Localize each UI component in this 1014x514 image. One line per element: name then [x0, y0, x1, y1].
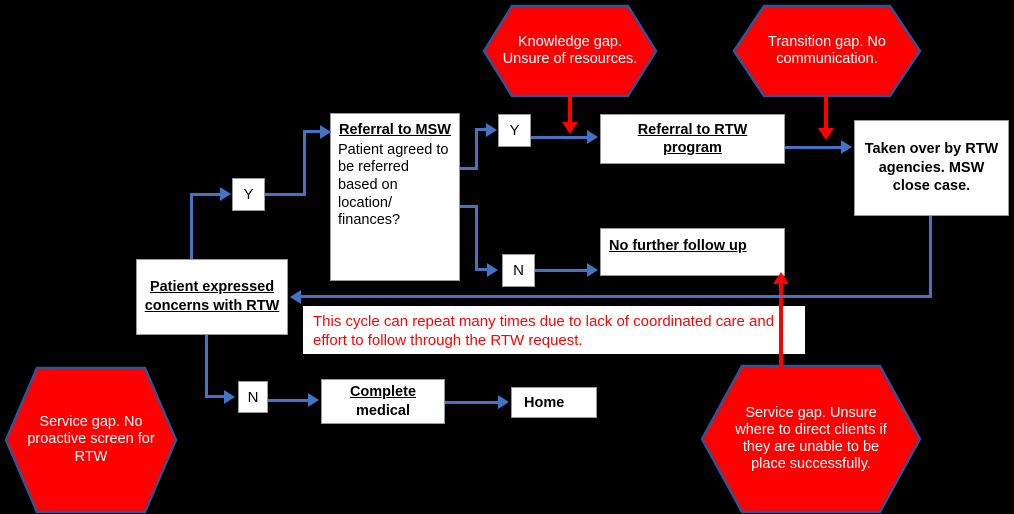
- connector-no-to-follow-up: [535, 269, 589, 272]
- red-arrowhead-service-direct: [773, 272, 789, 284]
- connector-msw-to-rtw-yes-horizontal: [475, 128, 489, 131]
- hexagon-shape: [4, 366, 178, 514]
- node-complete-medical-line2: medical: [356, 402, 410, 419]
- connector-concerns-to-screen-no-horizontal: [205, 395, 226, 398]
- gap-hexagon-service-direct-label: Service gap. Unsure where to direct clie…: [735, 404, 887, 473]
- hexagon-shape: [482, 4, 658, 98]
- decision-rtw-yes[interactable]: Y: [498, 114, 531, 147]
- node-referral-to-msw-body: Patient agreed to be referred based on l…: [338, 141, 449, 229]
- arrowhead-to-decision-screen-no: [224, 390, 235, 404]
- red-connector-transition: [824, 96, 828, 130]
- connector-yes-to-msw-horizontal: [265, 193, 305, 196]
- connector-yes-to-msw-top: [303, 130, 326, 133]
- node-patient-expressed-concerns-title: Patient expressed concerns with RTW: [144, 279, 280, 314]
- red-connector-knowledge: [568, 96, 572, 124]
- arrowhead-to-decision-rtw-yes: [486, 123, 497, 137]
- connector-msw-to-rtw-yes-vertical: [475, 128, 478, 170]
- node-referral-to-msw[interactable]: Referral to MSW Patient agreed to be ref…: [330, 113, 460, 281]
- node-patient-expressed-concerns[interactable]: Patient expressed concerns with RTW: [136, 259, 288, 335]
- gap-hexagon-knowledge: Knowledge gap. Unsure of resources.: [482, 4, 658, 98]
- arrowhead-to-node-no-further-follow-up: [587, 263, 598, 277]
- connector-screen-no-to-complete-medical: [268, 399, 310, 402]
- arrowhead-to-node-home: [498, 395, 509, 409]
- arrowhead-to-node-patient-concerns: [290, 290, 301, 304]
- connector-rtw-yes-to-program: [531, 136, 589, 139]
- gap-hexagon-service-screen: Service gap. No proactive screen for RTW: [4, 366, 178, 514]
- node-no-further-follow-up-title: No further follow up: [609, 238, 747, 254]
- connector-msw-to-no-vertical: [475, 205, 478, 270]
- connector-msw-to-no-stub: [460, 205, 478, 208]
- node-taken-over-by-rtw-agencies[interactable]: Taken over by RTW agencies. MSW close ca…: [854, 120, 1009, 216]
- arrowhead-to-node-taken-over: [841, 140, 852, 154]
- connector-msw-to-no-horizontal: [475, 268, 489, 271]
- cycle-note: This cycle can repeat many times due to …: [303, 306, 805, 354]
- decision-msw-no[interactable]: N: [502, 254, 535, 287]
- decision-msw-yes-label: Y: [243, 186, 254, 203]
- cycle-note-text: This cycle can repeat many times due to …: [313, 313, 775, 350]
- connector-concerns-to-yes-vertical: [190, 195, 193, 259]
- connector-program-to-taken-over: [785, 146, 843, 149]
- connector-msw-to-rtw-yes-stub: [460, 167, 478, 170]
- arrowhead-to-node-referral-msw: [320, 125, 331, 139]
- decision-screen-no-label: N: [247, 388, 259, 406]
- connector-complete-medical-to-home: [445, 401, 500, 404]
- red-arrowhead-knowledge: [562, 122, 578, 134]
- node-complete-medical-line1: Complete: [349, 384, 417, 401]
- gap-hexagon-transition-label: Transition gap. No communication.: [768, 33, 886, 67]
- arrowhead-to-node-complete-medical: [308, 393, 319, 407]
- node-home[interactable]: Home: [511, 387, 597, 418]
- node-referral-to-msw-title: Referral to MSW: [339, 122, 451, 138]
- decision-msw-yes[interactable]: Y: [232, 178, 265, 211]
- gap-hexagon-transition: Transition gap. No communication.: [732, 4, 922, 98]
- node-home-title: Home: [524, 394, 565, 411]
- decision-msw-no-label: N: [513, 262, 524, 279]
- connector-concerns-to-yes-horizontal: [190, 193, 220, 196]
- node-referral-to-rtw-program[interactable]: Referral to RTW program: [600, 114, 785, 164]
- arrowhead-to-node-referral-rtw-program: [587, 130, 598, 144]
- node-referral-to-rtw-program-title: Referral to RTW program: [637, 121, 748, 156]
- decision-rtw-yes-label: Y: [509, 122, 520, 139]
- arrowhead-to-decision-msw-no: [487, 263, 498, 277]
- node-taken-over-title: Taken over by RTW agencies. MSW close ca…: [864, 140, 999, 195]
- red-arrowhead-transition: [818, 128, 834, 140]
- connector-feedback-horizontal: [301, 295, 932, 298]
- node-complete-medical[interactable]: Complete medical: [321, 379, 445, 424]
- decision-screen-no[interactable]: N: [238, 381, 268, 413]
- connector-concerns-to-screen-no-vertical: [205, 335, 208, 398]
- gap-hexagon-knowledge-label: Knowledge gap. Unsure of resources.: [502, 33, 638, 67]
- node-no-further-follow-up[interactable]: No further follow up: [600, 228, 785, 276]
- connector-feedback-vertical: [929, 216, 932, 298]
- hexagon-shape: [732, 4, 922, 98]
- arrowhead-to-decision-msw-yes: [220, 187, 231, 201]
- connector-yes-to-msw-vertical: [303, 130, 306, 196]
- gap-hexagon-service-screen-label: Service gap. No proactive screen for RTW: [27, 414, 155, 465]
- hexagon-shape: [700, 364, 922, 514]
- gap-hexagon-service-direct: Service gap. Unsure where to direct clie…: [700, 364, 922, 514]
- red-connector-service-direct: [779, 282, 783, 368]
